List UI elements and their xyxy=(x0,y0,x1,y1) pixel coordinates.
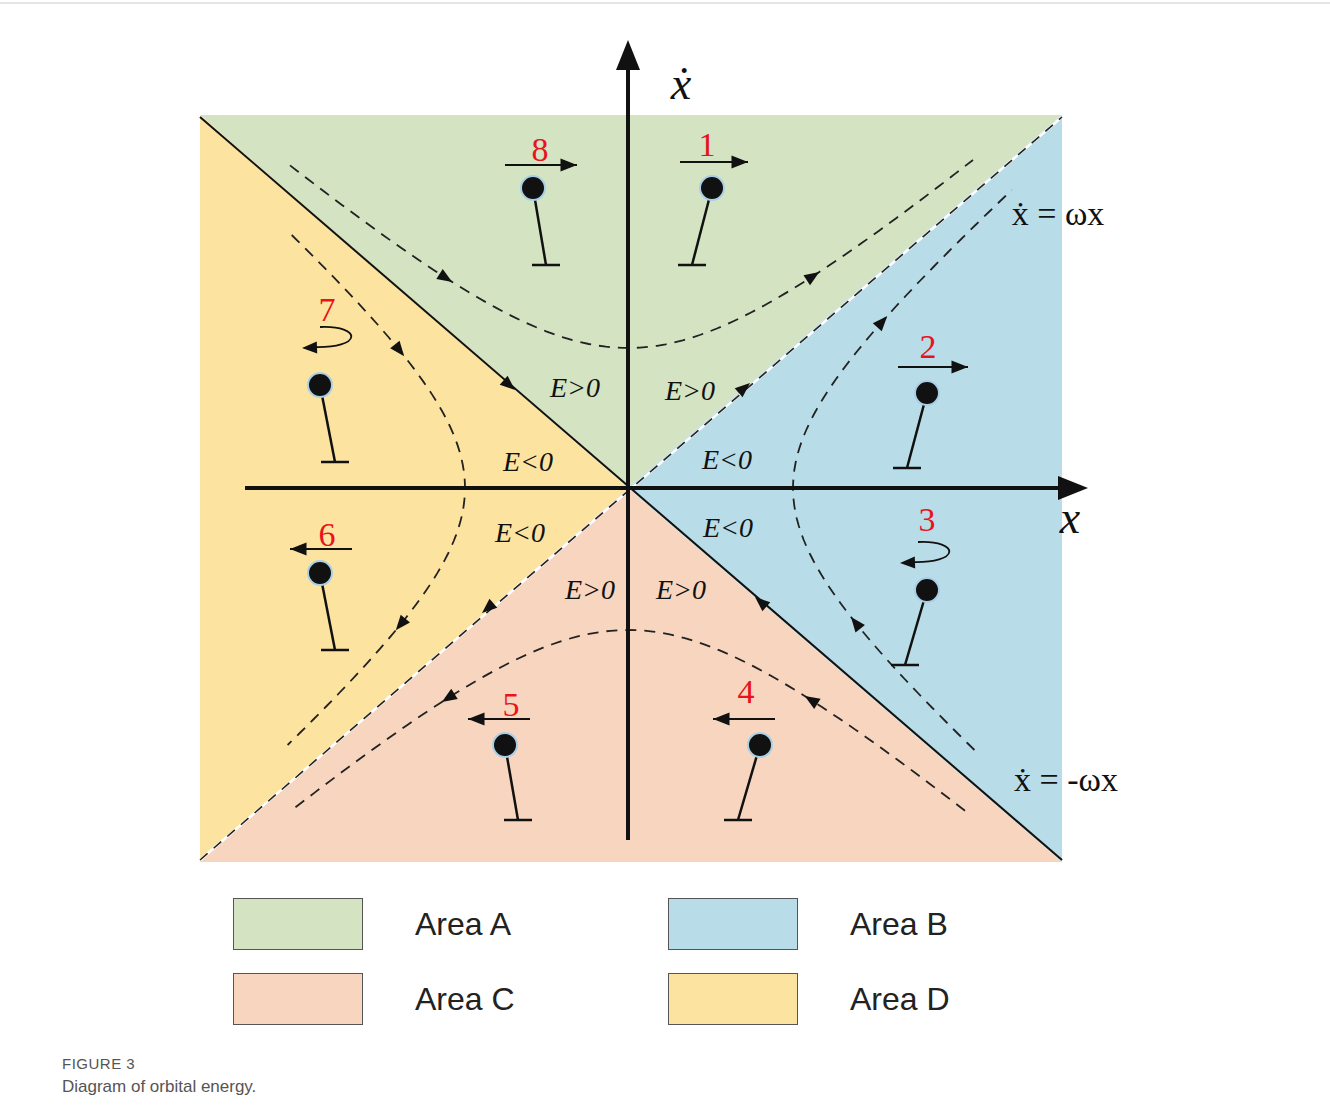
callout-number: 8 xyxy=(532,133,549,167)
pendulum-mass xyxy=(915,381,939,405)
flow-arrowhead xyxy=(500,376,519,395)
callout-number: 2 xyxy=(920,330,937,364)
inverted-pendulum xyxy=(505,165,577,265)
pendulum-foot xyxy=(678,264,706,267)
flow-arrowhead xyxy=(735,378,754,397)
legend-swatch xyxy=(668,898,798,950)
axis-label: ẋ xyxy=(671,61,691,107)
figure-number: FIGURE 3 xyxy=(62,1056,135,1071)
push-arrowhead xyxy=(561,158,578,171)
energy-label: E>0 xyxy=(550,374,600,402)
energy-label: E<0 xyxy=(495,519,545,547)
inverted-pendulum xyxy=(290,549,352,650)
pendulum-foot xyxy=(321,461,349,464)
pendulum-foot xyxy=(893,467,921,470)
pendulum-mass xyxy=(748,733,772,757)
inverted-pendulum xyxy=(713,719,775,820)
inverted-pendulum xyxy=(893,367,968,468)
push-arrowhead xyxy=(732,155,749,168)
callout-number: 5 xyxy=(503,688,520,722)
energy-label: E<0 xyxy=(503,448,553,476)
flow-arrowhead xyxy=(751,592,770,611)
rotation-arrow xyxy=(910,542,949,562)
legend-swatch xyxy=(668,973,798,1025)
rotation-arrow xyxy=(312,327,351,347)
legend-text: Area B xyxy=(850,908,948,940)
trajectory-curve xyxy=(793,190,1012,750)
flow-arrowhead xyxy=(436,269,455,287)
flow-arrowhead xyxy=(873,312,892,331)
pendulum-foot xyxy=(321,649,349,652)
line-equation: ẋ = ωx xyxy=(1012,197,1105,231)
flow-arrowhead xyxy=(439,689,458,707)
pendulum-mass xyxy=(493,733,517,757)
energy-label: E<0 xyxy=(703,514,753,542)
callout-number: 7 xyxy=(319,293,336,327)
push-arrowhead xyxy=(952,360,969,373)
inverted-pendulum xyxy=(678,162,748,265)
pendulum-mass xyxy=(521,176,545,200)
rotation-arrowhead xyxy=(302,341,317,354)
callout-number: 4 xyxy=(738,675,755,709)
pendulum-foot xyxy=(891,664,919,667)
legend-swatch xyxy=(233,973,363,1025)
energy-label: E>0 xyxy=(656,576,706,604)
pendulum-foot xyxy=(532,264,560,267)
axis-label: x xyxy=(1060,495,1080,541)
legend-text: Area A xyxy=(415,908,511,940)
energy-label: E<0 xyxy=(702,446,752,474)
x-axis xyxy=(245,486,1065,490)
trajectory-curve xyxy=(290,160,973,348)
figure-caption: Diagram of orbital energy. xyxy=(62,1078,256,1095)
push-arrowhead xyxy=(468,712,485,725)
flow-arrowhead xyxy=(801,691,820,709)
pendulum-mass xyxy=(308,373,332,397)
inverted-pendulum xyxy=(468,719,532,820)
flow-arrowhead xyxy=(803,267,822,285)
flow-arrowhead xyxy=(391,615,410,634)
pendulum-mass xyxy=(700,176,724,200)
line-equation: ẋ = -ωx xyxy=(1014,763,1118,797)
legend-text: Area D xyxy=(850,983,950,1015)
pendulum-foot xyxy=(504,819,532,822)
energy-label: E>0 xyxy=(665,377,715,405)
top-rule xyxy=(0,3,1330,4)
callout-number: 3 xyxy=(919,503,936,537)
flow-arrowhead xyxy=(846,613,865,632)
callout-number: 6 xyxy=(319,518,336,552)
energy-label: E>0 xyxy=(565,576,615,604)
inverted-pendulum xyxy=(891,542,949,665)
flow-arrowhead xyxy=(390,341,409,360)
push-arrowhead xyxy=(713,712,730,725)
pendulum-mass xyxy=(308,561,332,585)
legend-text: Area C xyxy=(415,983,515,1015)
flow-arrowhead xyxy=(478,599,497,618)
push-arrowhead xyxy=(290,542,307,555)
legend-swatch xyxy=(233,898,363,950)
pendulum-foot xyxy=(724,819,752,822)
rotation-arrowhead xyxy=(900,556,915,569)
pendulum-mass xyxy=(915,578,939,602)
y-axis xyxy=(626,70,630,840)
y-axis-arrowhead xyxy=(616,40,640,70)
callout-number: 1 xyxy=(699,128,716,162)
